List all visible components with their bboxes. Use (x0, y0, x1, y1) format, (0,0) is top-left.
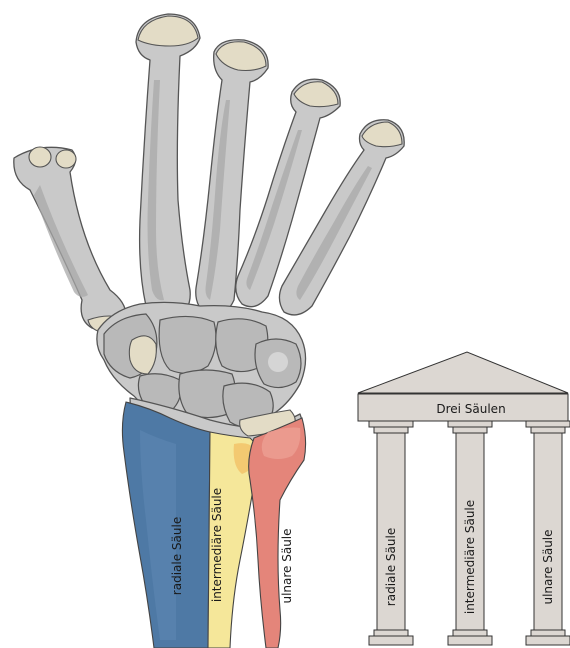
temple-title: Drei Säulen (436, 402, 505, 416)
temple-pillar-ulnar: ulnare Säule (526, 421, 570, 645)
three-pillar-temple: Drei Säulen radiale Säule intermediäre S… (358, 352, 570, 645)
temple-pillar-radial: radiale Säule (369, 421, 413, 645)
thumb-bones (14, 147, 128, 333)
hand-skeleton (14, 14, 404, 474)
forearm-columns: radiale Säule intermediäre Säule ulnare … (122, 402, 305, 648)
temple-intermediate-label: intermediäre Säule (463, 500, 477, 614)
temple-pillar-intermediate: intermediäre Säule (448, 421, 492, 645)
ulnar-column-label: ulnare Säule (280, 528, 294, 603)
intermediate-column-label: intermediäre Säule (210, 488, 224, 602)
index-finger-bones (136, 14, 200, 318)
temple-radial-label: radiale Säule (384, 528, 398, 606)
radial-column-label: radiale Säule (170, 517, 184, 595)
temple-ulnar-label: ulnare Säule (541, 529, 555, 604)
temple-pediment (358, 352, 568, 393)
